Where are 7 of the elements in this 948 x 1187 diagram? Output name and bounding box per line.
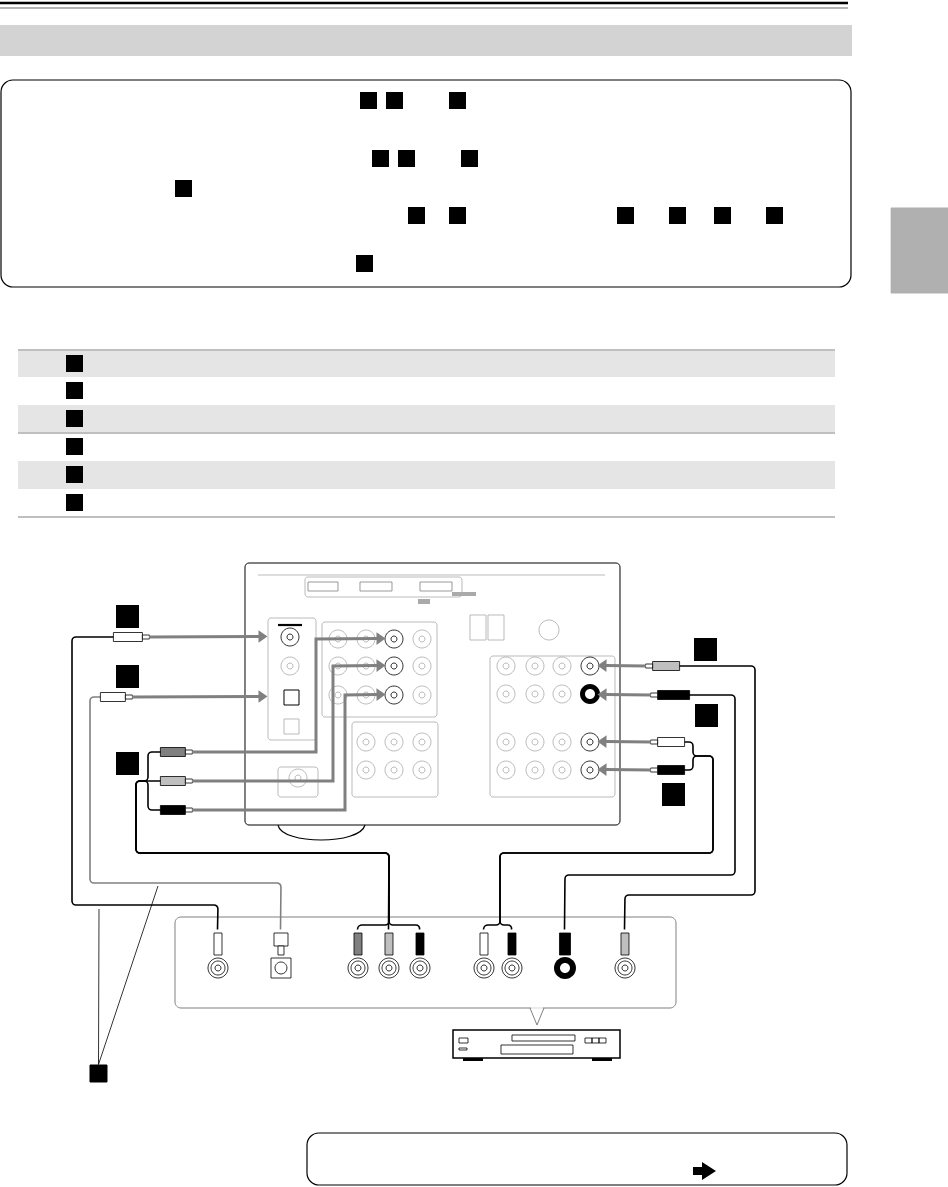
cable (499, 755, 714, 931)
cable (89, 690, 282, 931)
leader-line (98, 908, 100, 1065)
leader-line (98, 885, 159, 1065)
callout-square (89, 1064, 108, 1083)
side-tab (890, 207, 948, 294)
cable (135, 688, 421, 931)
